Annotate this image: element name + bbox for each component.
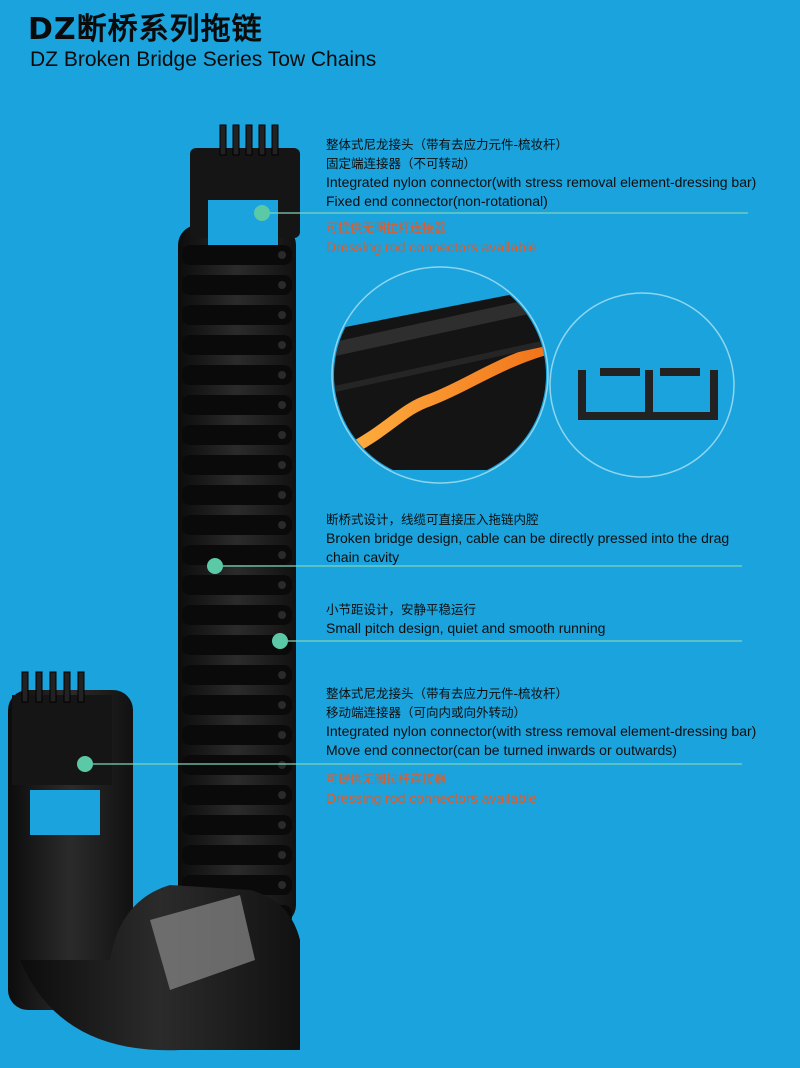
fixed-end-line-cn-1: 整体式尼龙接头（带有去应力元件-梳妆杆） <box>326 137 569 152</box>
chain-link <box>182 755 292 775</box>
chain-pin <box>278 341 286 349</box>
chain-link <box>182 275 292 295</box>
chain-link <box>182 545 292 565</box>
chain-vertical-run <box>178 124 300 925</box>
fixed-end-line-cn-2: 固定端连接器（不可转动） <box>326 156 477 171</box>
chain-link <box>182 425 292 445</box>
chain-link <box>182 395 292 415</box>
chain-link <box>182 635 292 655</box>
chain-link <box>182 245 292 265</box>
chain-pin <box>278 761 286 769</box>
detail-cable-circle <box>331 266 549 484</box>
chain-pin <box>278 311 286 319</box>
chain-link <box>182 665 292 685</box>
chain-pin <box>278 521 286 529</box>
moving-end-note-en: Dressing rod connectors available <box>326 790 537 806</box>
chain-link <box>182 575 292 595</box>
chain-pin <box>278 821 286 829</box>
page-title: DZ断桥系列拖链 <box>28 12 263 47</box>
chain-link <box>182 605 292 625</box>
small-pitch-line-en: Small pitch design, quiet and smooth run… <box>326 620 606 636</box>
small-pitch-annotation: 小节距设计，安静平稳运行 Small pitch design, quiet a… <box>326 600 605 638</box>
moving-end-line-cn-2: 移动端连接器（可向内或向外转动） <box>326 705 527 720</box>
moving-end-line-en-1: Integrated nylon connector(with stress r… <box>326 723 757 739</box>
chain-pin <box>278 401 286 409</box>
broken-bridge-annotation: 断桥式设计，线缆可直接压入拖链内腔 Broken bridge design, … <box>326 510 729 567</box>
chain-pin <box>278 731 286 739</box>
chain-link <box>182 455 292 475</box>
chain-pin <box>278 881 286 889</box>
fixed-end-note-en: Dressing rod connectors available <box>326 239 537 255</box>
chain-pin <box>278 281 286 289</box>
chain-pin <box>278 791 286 799</box>
moving-end-line-en-2: Move end connector(can be turned inwards… <box>326 742 677 758</box>
chain-moving-end <box>8 671 300 1051</box>
moving-end-annotation: 整体式尼龙接头（带有去应力元件-梳妆杆） 移动端连接器（可向内或向外转动） In… <box>326 684 756 808</box>
fixed-end-annotation: 整体式尼龙接头（带有去应力元件-梳妆杆） 固定端连接器（不可转动） Integr… <box>326 135 756 257</box>
chain-pin <box>278 461 286 469</box>
chain-pin <box>278 611 286 619</box>
moving-end-connector <box>12 695 112 785</box>
chain-pin <box>278 251 286 259</box>
moving-end-note-cn: 可提供无阀拉杆连接器 <box>326 772 447 786</box>
broken-bridge-line-en-2: chain cavity <box>326 549 400 565</box>
chain-link <box>182 485 292 505</box>
page-subtitle: DZ Broken Bridge Series Tow Chains <box>30 48 377 71</box>
moving-end-line-cn-1: 整体式尼龙接头（带有去应力元件-梳妆杆） <box>326 686 569 701</box>
chain-pin <box>278 671 286 679</box>
chain-pin <box>278 371 286 379</box>
chain-pin <box>278 851 286 859</box>
chain-link <box>182 845 292 865</box>
detail-section-circle <box>549 292 735 478</box>
fixed-end-note-cn: 可提供无阀拉杆连接器 <box>326 221 447 235</box>
chain-pin <box>278 701 286 709</box>
chain-link <box>182 365 292 385</box>
chain-link <box>182 815 292 835</box>
chain-link <box>182 515 292 535</box>
small-pitch-line-cn: 小节距设计，安静平稳运行 <box>326 602 477 617</box>
chain-pin <box>278 581 286 589</box>
chain-pin <box>278 551 286 559</box>
chain-link <box>182 725 292 745</box>
chain-pin <box>278 431 286 439</box>
chain-link <box>182 335 292 355</box>
chain-pin <box>278 491 286 499</box>
chain-link <box>182 305 292 325</box>
fixed-end-line-en-1: Integrated nylon connector(with stress r… <box>326 174 757 190</box>
callout-lines <box>77 205 748 772</box>
broken-bridge-line-cn: 断桥式设计，线缆可直接压入拖链内腔 <box>326 512 539 527</box>
chain-link <box>182 785 292 805</box>
chain-link <box>182 695 292 715</box>
broken-bridge-line-en-1: Broken bridge design, cable can be direc… <box>326 530 730 546</box>
fixed-end-line-en-2: Fixed end connector(non-rotational) <box>326 193 548 209</box>
